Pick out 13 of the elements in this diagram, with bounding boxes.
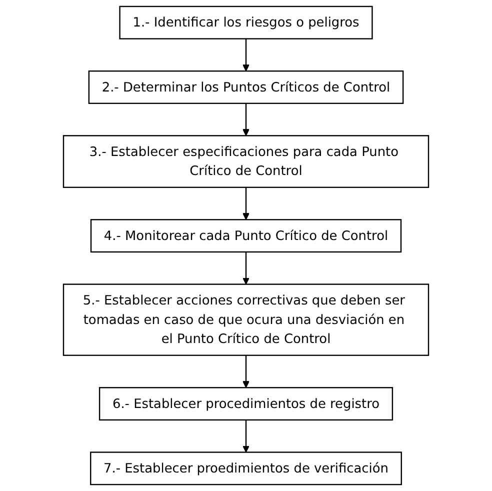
node-box: 6.- Establecer procedimientos de registro xyxy=(98,387,394,421)
arrow xyxy=(242,187,250,220)
arrow xyxy=(242,355,250,388)
node-box: 5.- Establecer acciones correctivas que deben ser tomadas en caso de que ocura una desviación en el Punto Crítico de Control xyxy=(62,284,430,356)
arrow xyxy=(242,252,250,285)
arrow xyxy=(242,38,250,72)
node-box: 1.- Identificar los riesgos o peligros xyxy=(119,6,373,40)
arrow xyxy=(242,420,250,453)
arrow xyxy=(242,103,250,136)
node-box: 7.- Establecer proedimientos de verificación xyxy=(90,452,402,486)
node-box: 3.- Establecer especificaciones para cada Punto Crítico de Control xyxy=(62,135,430,188)
node-box: 2.- Determinar los Puntos Críticos de Control xyxy=(88,70,404,104)
node-box: 4.- Monitorear cada Punto Crítico de Control xyxy=(90,219,402,253)
